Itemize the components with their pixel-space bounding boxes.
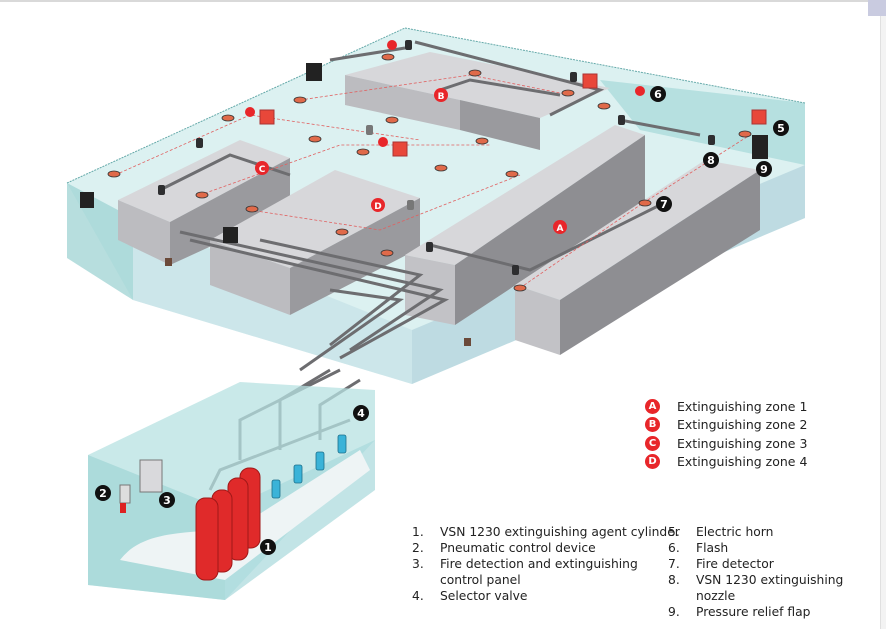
- door-handle: [165, 258, 172, 266]
- block-zone-b: [345, 52, 610, 118]
- svg-text:7: 7: [660, 198, 668, 211]
- component-key-left: 1.VSN 1230 extinguishing agent cylinder …: [412, 524, 680, 604]
- svg-text:D: D: [374, 202, 381, 212]
- component-item: 8.VSN 1230 extinguishing nozzle: [668, 573, 844, 603]
- callout-9: 9: [756, 161, 772, 177]
- svg-text:9: 9: [760, 163, 768, 176]
- selector-valves: [271, 434, 347, 499]
- component-item: 1.VSN 1230 extinguishing agent cylinder: [412, 525, 680, 539]
- zone-badge: D: [645, 454, 660, 470]
- zone-markers: A B C D: [255, 88, 567, 234]
- svg-text:5: 5: [777, 122, 785, 135]
- cylinder: [195, 497, 219, 581]
- svg-text:A: A: [557, 224, 564, 234]
- zone-badge: B: [645, 417, 660, 433]
- callout-8: 8: [703, 152, 719, 168]
- selector-valve: [337, 434, 347, 454]
- flash: [378, 137, 388, 147]
- flash: [387, 40, 397, 50]
- component-item: 4.Selector valve: [412, 589, 528, 603]
- callout-5: 5: [773, 120, 789, 136]
- electric-horn: [392, 141, 408, 157]
- component-key-right: 5.Electric horn 6.Flash 7.Fire detector …: [668, 524, 886, 620]
- component-item: 2.Pneumatic control device: [412, 541, 596, 555]
- callout-6: 6: [650, 86, 666, 102]
- scrollbar-thumb[interactable]: [868, 0, 886, 16]
- callouts: 1 2 3 4 5 6 7 8 9: [95, 86, 789, 555]
- nozzle: [708, 135, 715, 145]
- block-zone-a-2: [515, 160, 760, 300]
- callout-1: 1: [260, 539, 276, 555]
- nozzle: [158, 185, 165, 195]
- svg-text:B: B: [438, 92, 445, 102]
- svg-text:3: 3: [163, 494, 171, 507]
- relief-flap: [752, 135, 768, 159]
- selector-valve: [293, 464, 303, 484]
- block-zone-a-1: [405, 125, 645, 265]
- relief-flap: [223, 227, 238, 243]
- svg-text:4: 4: [357, 407, 365, 420]
- selector-valve: [271, 479, 281, 499]
- alarms: [245, 40, 767, 157]
- scrollbar[interactable]: [880, 0, 886, 629]
- electric-horn: [259, 109, 275, 125]
- door-handle: [464, 338, 471, 346]
- control-panel: [139, 459, 163, 493]
- pneumatic-control-device: [119, 484, 131, 504]
- component-item: 5.Electric horn: [668, 525, 774, 539]
- fire-detectors: [107, 53, 752, 292]
- nozzle: [570, 72, 577, 82]
- svg-text:2: 2: [99, 487, 107, 500]
- callout-7: 7: [656, 196, 672, 212]
- component-item: 6.Flash: [668, 541, 729, 555]
- svg-text:8: 8: [707, 154, 715, 167]
- nozzles: [158, 40, 715, 275]
- block-zone-d: [210, 170, 420, 268]
- callout-4: 4: [353, 405, 369, 421]
- nozzle: [407, 200, 414, 210]
- cylinder-room: [88, 382, 375, 600]
- electric-horn: [751, 109, 767, 125]
- zone-badge: C: [645, 435, 660, 451]
- svg-text:6: 6: [654, 88, 662, 101]
- nozzle: [618, 115, 625, 125]
- top-border: [0, 0, 886, 2]
- callout-2: 2: [95, 485, 111, 501]
- svg-text:C: C: [259, 165, 266, 175]
- nozzle: [196, 138, 203, 148]
- relief-flap: [80, 192, 94, 208]
- building-left-wall: [67, 183, 133, 300]
- nozzle: [366, 125, 373, 135]
- component-item: 7.Fire detector: [668, 557, 774, 571]
- electric-horn: [582, 73, 598, 89]
- flash: [635, 86, 645, 96]
- flash: [245, 107, 255, 117]
- agent-cylinders: [195, 467, 261, 581]
- selector-valve: [315, 451, 325, 471]
- svg-text:1: 1: [264, 541, 272, 554]
- nozzle: [512, 265, 519, 275]
- fire-detector: [107, 53, 752, 292]
- relief-flap: [306, 63, 322, 81]
- pressure-relief-flaps: [80, 63, 768, 243]
- nozzle: [426, 242, 433, 252]
- callout-3: 3: [159, 492, 175, 508]
- component-item: 9.Pressure relief flap: [668, 605, 811, 619]
- nozzle: [405, 40, 412, 50]
- zone-badge: A: [645, 398, 660, 414]
